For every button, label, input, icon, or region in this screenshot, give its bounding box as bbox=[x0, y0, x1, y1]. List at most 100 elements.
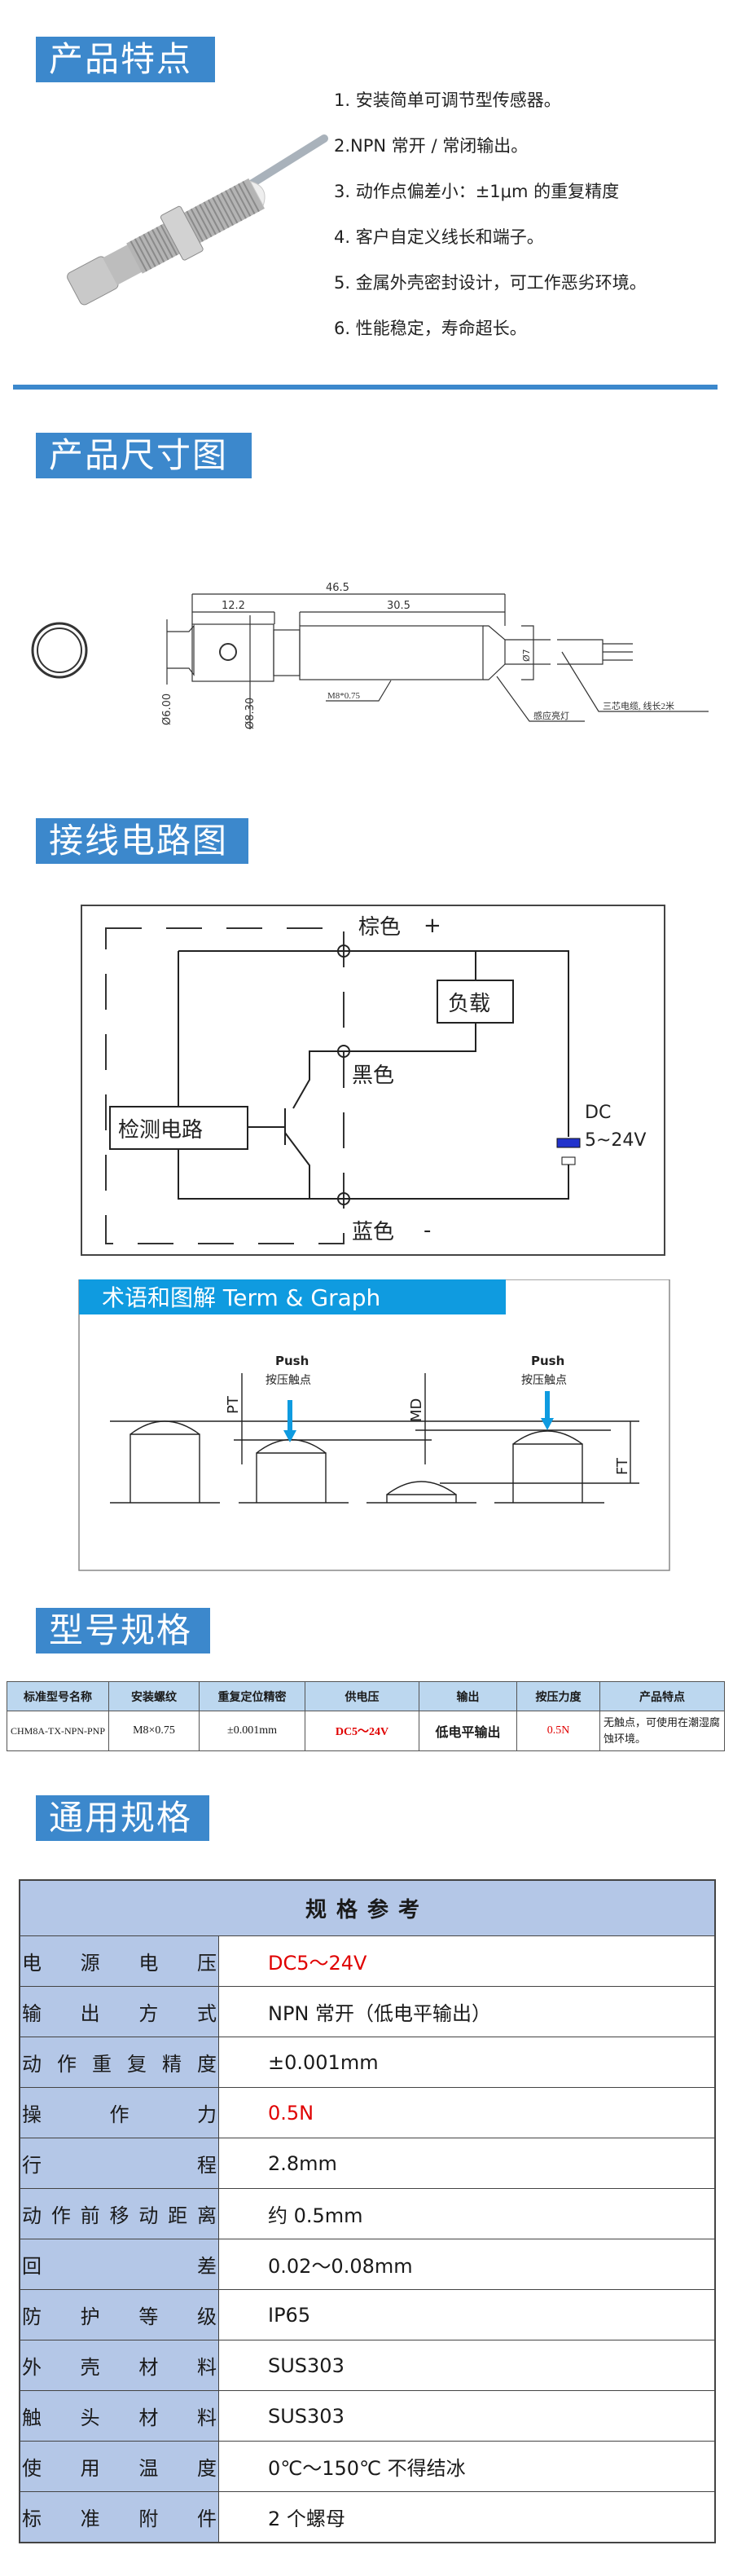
column-header: 按压力度 bbox=[516, 1681, 600, 1711]
term-header-band bbox=[79, 1279, 506, 1314]
push-label-2: Push bbox=[531, 1354, 564, 1368]
detect-circuit-label: 检测电路 bbox=[118, 1118, 203, 1143]
spec-value: 约 0.5mm bbox=[218, 2188, 716, 2239]
table-header-row: 标准型号名称 安装螺纹 重复定位精密 供电压 输出 按压力度 产品特点 bbox=[7, 1681, 725, 1711]
battery-positive bbox=[556, 1138, 581, 1148]
press-contact-label-2: 按压触点 bbox=[521, 1374, 567, 1387]
cell-voltage: DC5～24V bbox=[305, 1711, 419, 1751]
spec-value: 0.5N bbox=[218, 2087, 716, 2138]
section-title-wiring: 接线电路图 bbox=[36, 818, 248, 864]
spec-value: 0.02～0.08mm bbox=[218, 2239, 716, 2290]
spec-label: 回 差 bbox=[19, 2239, 219, 2290]
detect-box bbox=[109, 1106, 248, 1150]
column-header: 输出 bbox=[419, 1681, 517, 1711]
spec-value: ±0.001mm bbox=[218, 2037, 716, 2088]
wire-minus-sign: - bbox=[424, 1218, 431, 1243]
table-row: CHM8A-TX-NPN-PNP M8×0.75 ±0.001mm DC5～24… bbox=[7, 1711, 725, 1751]
column-header: 产品特点 bbox=[599, 1681, 725, 1711]
spec-value: SUS303 bbox=[218, 2390, 716, 2442]
section-title-dimensions: 产品尺寸图 bbox=[36, 433, 252, 478]
spec-table-title: 规格参考 bbox=[19, 1879, 716, 1936]
term-graph: 术语和图解 Term & Graph Push 按压触点 Push 按压触点 P… bbox=[78, 1279, 670, 1571]
spec-label: 动 作 前 移 动 距 离 bbox=[19, 2188, 219, 2239]
cell-feature: 无触点，可使用在潮湿腐蚀环境。 bbox=[599, 1711, 725, 1751]
cell-force: 0.5N bbox=[516, 1711, 600, 1751]
spec-row: 动 作 前 移 动 距 离约 0.5mm bbox=[19, 2188, 716, 2239]
cable-label: 三芯电缆, 线长2米 bbox=[603, 700, 674, 711]
dimension-drawing: 46.5 12.2 30.5 Ø6.00 Ø8.30 Ø7 M8*0.75 感应… bbox=[31, 582, 709, 729]
spec-label: 使 用 温 度 bbox=[19, 2441, 219, 2492]
spec-value: DC5～24V bbox=[218, 1935, 716, 1987]
wire-blue-label: 蓝色 bbox=[352, 1220, 394, 1244]
column-header: 安装螺纹 bbox=[108, 1681, 200, 1711]
feature-item: 2.NPN 常开 / 常闭输出。 bbox=[334, 136, 529, 156]
dim-thread-length: 30.5 bbox=[387, 600, 410, 612]
cell-thread: M8×0.75 bbox=[108, 1711, 200, 1751]
section-title-general: 通用规格 bbox=[36, 1795, 209, 1841]
section-title-features: 产品特点 bbox=[36, 37, 215, 82]
wire-plus-sign: + bbox=[424, 914, 441, 938]
dim-tip-diameter: Ø6.00 bbox=[161, 694, 173, 725]
spec-label: 行 程 bbox=[19, 2138, 219, 2189]
cell-output: 低电平输出 bbox=[419, 1711, 517, 1751]
column-header: 重复定位精密 bbox=[199, 1681, 305, 1711]
spec-value: 0℃～150℃ 不得结冰 bbox=[218, 2441, 716, 2492]
spec-label: 标 准 附 件 bbox=[19, 2491, 219, 2543]
push-label-1: Push bbox=[275, 1354, 309, 1368]
model-table: 标准型号名称 安装螺纹 重复定位精密 供电压 输出 按压力度 产品特点 CHM8… bbox=[7, 1681, 725, 1751]
spec-label: 输 出 方 式 bbox=[19, 1986, 219, 2037]
battery-negative bbox=[561, 1156, 576, 1165]
section-title-model: 型号规格 bbox=[36, 1608, 210, 1653]
dim-overall-length: 46.5 bbox=[326, 582, 349, 594]
spec-row: 动 作 重 复 精 度±0.001mm bbox=[19, 2037, 716, 2088]
load-box bbox=[437, 980, 514, 1024]
feature-list: 1. 安装简单可调节型传感器。 2.NPN 常开 / 常闭输出。 3. 动作点偏… bbox=[334, 84, 647, 358]
pt-label: PT bbox=[225, 1395, 242, 1414]
spec-label: 触 头 材 料 bbox=[19, 2390, 219, 2442]
spec-label: 动 作 重 复 精 度 bbox=[19, 2037, 219, 2088]
end-view-ring bbox=[31, 622, 88, 679]
spec-label: 电 源 电 压 bbox=[19, 1935, 219, 1987]
dim-cable-diameter: Ø7 bbox=[521, 649, 532, 662]
spec-value: NPN 常开（低电平输出） bbox=[218, 1986, 716, 2037]
dim-head-length: 12.2 bbox=[222, 600, 245, 612]
feature-item: 4. 客户自定义线长和端子。 bbox=[334, 227, 544, 247]
sensor-body bbox=[67, 178, 266, 306]
led-label: 感应亮灯 bbox=[533, 710, 569, 721]
wire-brown-label: 棕色 bbox=[358, 915, 401, 940]
thread-spec: M8*0.75 bbox=[327, 691, 361, 701]
feature-item: 1. 安装简单可调节型传感器。 bbox=[334, 90, 561, 110]
cell-precision: ±0.001mm bbox=[199, 1711, 305, 1751]
feature-item: 5. 金属外壳密封设计，可工作恶劣环境。 bbox=[334, 273, 647, 293]
load-label: 负载 bbox=[448, 992, 490, 1016]
product-photo bbox=[67, 134, 328, 306]
feature-item: 3. 动作点偏差小：±1μm 的重复精度 bbox=[334, 182, 620, 201]
cell-model-name: CHM8A-TX-NPN-PNP bbox=[7, 1711, 109, 1751]
column-header: 供电压 bbox=[305, 1681, 419, 1711]
spec-value: 2.8mm bbox=[218, 2138, 716, 2189]
dim-head-diameter: Ø8.30 bbox=[244, 698, 257, 729]
term-graph-title: 术语和图解 Term & Graph bbox=[102, 1284, 380, 1311]
spec-label: 操 作 力 bbox=[19, 2087, 219, 2138]
spec-label: 防 护 等 级 bbox=[19, 2289, 219, 2340]
sensor-boundary bbox=[105, 927, 345, 1244]
dc-label: DC bbox=[585, 1103, 611, 1123]
md-label: MD bbox=[408, 1398, 425, 1422]
ft-label: FT bbox=[614, 1457, 631, 1475]
spec-value: IP65 bbox=[218, 2289, 716, 2340]
spec-value: SUS303 bbox=[218, 2340, 716, 2391]
wiring-diagram: 棕色 + 黑色 蓝色 - 负载 检测电路 DC 5~24V bbox=[81, 905, 665, 1256]
wire-black-label: 黑色 bbox=[352, 1063, 394, 1088]
spec-value: 2 个螺母 bbox=[218, 2491, 716, 2543]
spec-label: 外 壳 材 料 bbox=[19, 2340, 219, 2391]
